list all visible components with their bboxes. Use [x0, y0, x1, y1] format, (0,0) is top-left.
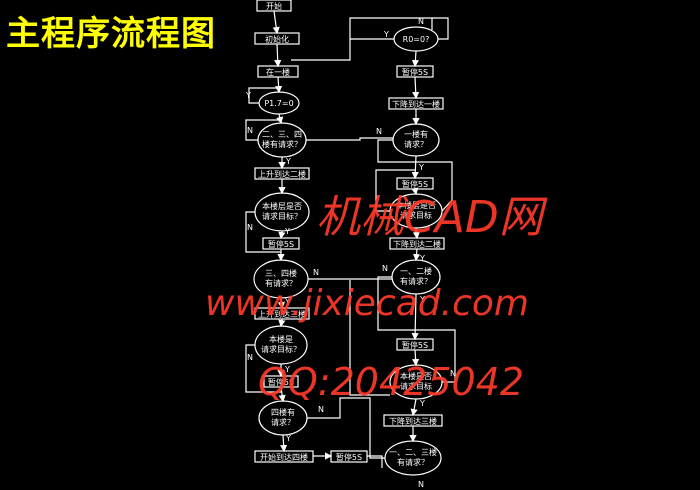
pause5a-node: 暂停5S: [262, 237, 300, 250]
connector-lines: [245, 10, 433, 468]
q4-decision: 四楼有 请求？: [258, 400, 308, 436]
q123-decision: 一、二、三楼 有请求？: [384, 440, 442, 476]
svg-text:Y: Y: [419, 254, 425, 263]
svg-text:Y: Y: [419, 295, 425, 304]
svg-text:本楼层是否: 本楼层是否: [262, 201, 302, 211]
pause5d-node: 暂停5S: [396, 65, 434, 78]
svg-text:暂停5S: 暂停5S: [268, 377, 294, 387]
down1-node: 下降到达一楼: [388, 97, 444, 110]
svg-text:暂停5S: 暂停5S: [402, 340, 428, 350]
svg-text:Y: Y: [284, 227, 290, 236]
svg-text:上升到达二楼: 上升到达二楼: [258, 169, 306, 179]
svg-text:暂停5S: 暂停5S: [402, 179, 428, 189]
goal2-decision: 本楼层是否 请求目标？: [254, 192, 310, 232]
svg-text:Y: Y: [285, 434, 291, 443]
svg-text:Y: Y: [285, 157, 291, 166]
pause5e-node: 暂停5S: [396, 177, 434, 190]
svg-text:N: N: [418, 17, 424, 26]
svg-text:请求目标？: 请求目标？: [262, 211, 302, 221]
svg-text:一、二楼: 一、二楼: [400, 266, 432, 276]
svg-text:Y: Y: [284, 365, 290, 374]
svg-text:本楼是否: 本楼是否: [400, 371, 432, 381]
watermark-line-3: QQ:20425042: [258, 360, 524, 404]
watermark-line-1: 机械CAD网: [316, 192, 548, 243]
up2-node: 上升到达二楼: [254, 167, 310, 180]
up4-node: 开始到达四楼: [254, 450, 314, 463]
svg-text:下降到达三楼: 下降到达三楼: [389, 416, 437, 426]
svg-text:二、三、四: 二、三、四: [262, 130, 302, 139]
svg-text:有请求？: 有请求？: [265, 278, 297, 288]
svg-text:本楼层是否: 本楼层是否: [396, 200, 436, 210]
floor1-node: 在一楼: [257, 65, 299, 78]
svg-text:Y: Y: [383, 30, 389, 39]
svg-text:上升到达三楼: 上升到达三楼: [258, 309, 306, 319]
r0-decision: R0=0?: [393, 26, 439, 52]
svg-text:暂停5S: 暂停5S: [336, 452, 362, 462]
svg-text:三、四楼: 三、四楼: [265, 268, 297, 278]
svg-text:请求目标: 请求目标: [400, 381, 432, 391]
watermark: 机械CAD网 www.jixiecad.com QQ:20425042: [205, 192, 548, 404]
connector-lines-right: [306, 17, 456, 459]
branch-labels: Y N Y N Y N Y N Y N Y Y N N Y Y N Y Y N …: [245, 17, 456, 489]
svg-text:开始: 开始: [266, 1, 282, 11]
svg-text:Y: Y: [418, 163, 424, 172]
svg-text:请求？: 请求？: [404, 139, 428, 149]
down3-node: 下降到达三楼: [383, 414, 443, 427]
svg-text:Y: Y: [284, 297, 290, 306]
svg-text:开始到达四楼: 开始到达四楼: [260, 452, 308, 462]
svg-text:N: N: [382, 264, 388, 273]
svg-text:一、二、三楼: 一、二、三楼: [389, 447, 437, 457]
svg-text:四楼有: 四楼有: [271, 407, 295, 417]
svg-text:暂停5S: 暂停5S: [268, 239, 294, 249]
svg-text:N: N: [247, 126, 253, 135]
svg-text:一楼有: 一楼有: [404, 129, 428, 139]
svg-text:N: N: [247, 223, 253, 232]
svg-text:N: N: [418, 480, 424, 489]
svg-text:请求目标？: 请求目标？: [261, 344, 301, 354]
svg-text:Y: Y: [419, 399, 425, 408]
svg-text:请求？: 请求？: [271, 417, 295, 427]
svg-text:P1.7=0: P1.7=0: [264, 99, 293, 108]
p17-decision: P1.7=0: [258, 91, 300, 115]
svg-text:下降到达二楼: 下降到达二楼: [393, 239, 441, 249]
pause5f-node: 暂停5S: [396, 338, 434, 351]
watermark-line-2: www.jixiecad.com: [205, 283, 529, 324]
svg-text:下降到达一楼: 下降到达一楼: [392, 99, 440, 109]
svg-text:楼有请求？: 楼有请求？: [262, 139, 302, 149]
q1-decision: 一楼有 请求？: [392, 123, 440, 157]
svg-text:在一楼: 在一楼: [266, 67, 290, 77]
svg-text:本楼是: 本楼是: [269, 334, 293, 344]
svg-text:暂停5S: 暂停5S: [402, 67, 428, 77]
svg-text:N: N: [450, 369, 456, 378]
svg-text:Y: Y: [245, 91, 251, 100]
goal3-decision: 本楼是 请求目标？: [254, 325, 308, 365]
svg-text:有请求？: 有请求？: [397, 457, 429, 467]
svg-text:N: N: [376, 127, 382, 136]
svg-text:有请求？: 有请求？: [400, 276, 432, 286]
svg-text:N: N: [313, 268, 319, 277]
pause5c-node: 暂停5S: [330, 450, 368, 463]
svg-text:N: N: [247, 353, 253, 362]
page-title: 主程序流程图: [6, 14, 216, 54]
svg-text:N: N: [318, 405, 324, 414]
q234-decision: 二、三、四 楼有请求？: [257, 122, 307, 158]
svg-text:初始化: 初始化: [265, 34, 289, 44]
svg-text:R0=0?: R0=0?: [403, 35, 430, 44]
start-node: 开始: [256, 0, 292, 12]
init-node: 初始化: [254, 32, 300, 45]
svg-text:请求目标: 请求目标: [400, 210, 432, 220]
